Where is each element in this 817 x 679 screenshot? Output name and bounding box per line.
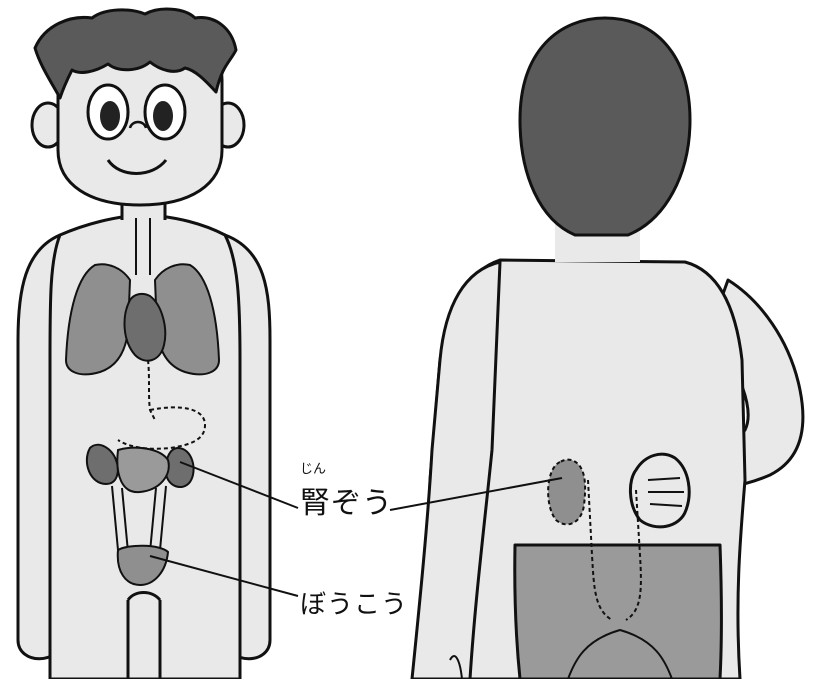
bladder-label: ぼうこう [300, 584, 408, 621]
back-hair [520, 18, 690, 235]
back-pants [515, 545, 722, 679]
back-hand [630, 454, 689, 527]
kidney-label: 腎ぞう [300, 478, 393, 522]
back-figure [412, 18, 803, 679]
back-kidney [548, 460, 585, 525]
kidney-ruby-text: じん [300, 458, 326, 477]
front-right-kidney [166, 448, 194, 487]
